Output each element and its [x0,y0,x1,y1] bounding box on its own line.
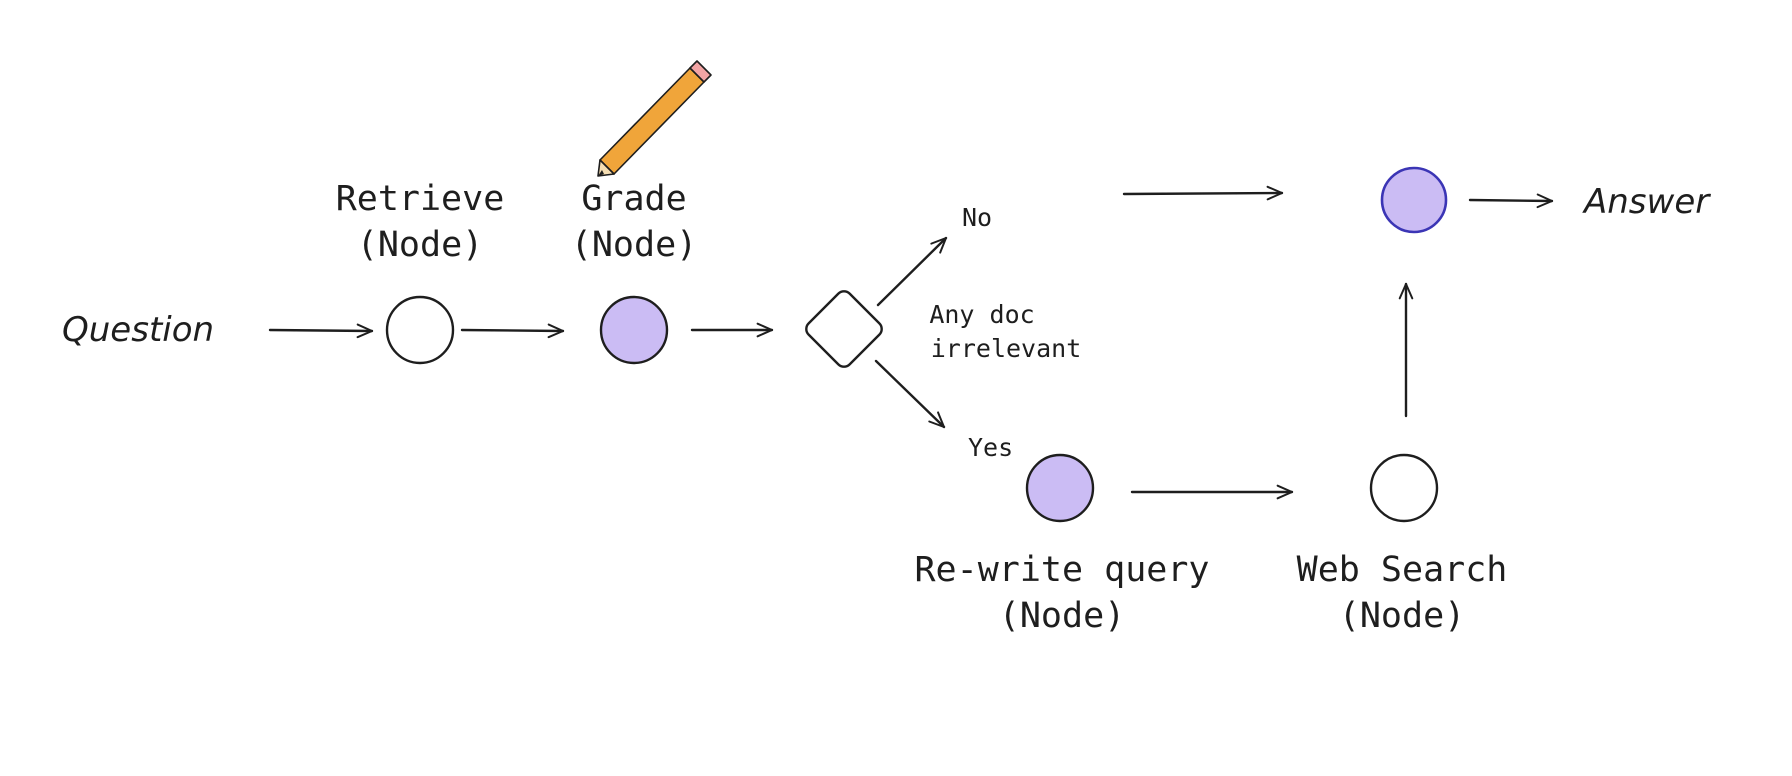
no-label: No [962,203,992,232]
answer-label: Answer [1582,182,1711,222]
arrow-decision-to-no [876,236,948,307]
decision-diamond[interactable] [803,288,885,370]
yes-label: Yes [968,433,1013,462]
retrieve-label-line2: (Node) [357,225,483,265]
rewrite-label-line1: Re-write query [914,550,1209,590]
arrow-decision-to-yes [874,359,946,429]
rewrite-query-node[interactable] [1025,453,1095,523]
decision-label-line2: irrelevant [931,334,1082,363]
arrow-retrieve-to-grade [460,323,565,339]
generate-node[interactable] [1380,166,1448,234]
arrow-question-to-retrieve [268,323,374,339]
decision-label-line1: Any doc [929,300,1034,329]
question-label: Question [62,310,214,350]
grade-label-line1: Grade [581,179,686,219]
retrieve-label-line1: Retrieve [336,179,505,219]
pencil-icon [597,60,712,177]
arrow-no-to-generate [1122,185,1284,201]
web-search-node[interactable] [1369,453,1439,523]
retrieve-node[interactable] [385,295,455,365]
grade-label-line2: (Node) [571,225,697,265]
arrow-generate-to-answer [1468,193,1554,209]
websearch-label-line1: Web Search [1297,550,1508,590]
grade-node[interactable] [599,295,669,365]
rewrite-label-line2: (Node) [999,596,1125,636]
websearch-label-line2: (Node) [1339,596,1465,636]
